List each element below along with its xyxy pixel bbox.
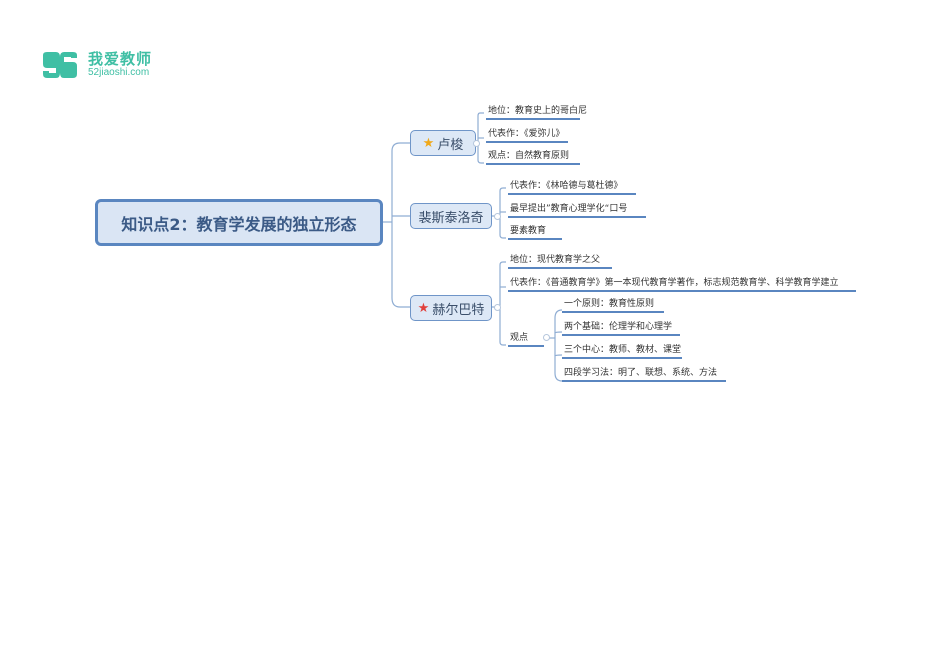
topic-rousseau[interactable]: ★ 卢梭 [410,130,476,156]
logo-mark-icon [43,52,77,78]
leaf-item[interactable]: 三个中心：教师、教材、课堂 [562,343,682,359]
leaf-item[interactable]: 两个基础：伦理学和心理学 [562,320,680,336]
leaf-item[interactable]: 四段学习法：明了、联想、系统、方法 [562,366,726,382]
topic-pestalozzi[interactable]: 裴斯泰洛奇 [410,203,492,229]
logo-brand-name: 我爱教师 [88,50,153,68]
star-icon: ★ [422,135,435,151]
leaf-item[interactable]: 观点：自然教育原则 [486,149,580,165]
topic-herbart[interactable]: ★ 赫尔巴特 [410,295,492,321]
topic-label: 赫尔巴特 [432,302,485,318]
leaf-item[interactable]: 代表作：《爱弥儿》 [486,127,568,143]
root-topic[interactable]: 知识点2：教育学发展的独立形态 [95,199,383,246]
leaf-item[interactable]: 代表作：《普通教育学》第一本现代教育学著作，标志规范教育学、科学教育学建立 [508,276,856,292]
topic-label: 卢梭 [437,137,464,153]
logo-domain: 52jiaoshi.com [88,67,150,78]
leaf-item[interactable]: 地位：现代教育学之父 [508,253,612,269]
collapse-toggle-icon[interactable] [494,213,501,220]
collapse-toggle-icon[interactable] [543,334,550,341]
logo: 我爱教师 52jiaoshi.com [40,48,170,84]
collapse-toggle-icon[interactable] [473,140,480,147]
leaf-item[interactable]: 代表作：《林哈德与葛杜德》 [508,179,636,195]
topic-label: 裴斯泰洛奇 [418,210,484,226]
leaf-item[interactable]: 要素教育 [508,224,562,240]
leaf-item[interactable]: 地位：教育史上的哥白尼 [486,104,587,120]
leaf-item[interactable]: 最早提出”教育心理学化“口号 [508,202,646,218]
viewpoint-node[interactable]: 观点 [508,331,544,347]
star-icon: ★ [417,300,430,316]
leaf-item[interactable]: 一个原则：教育性原则 [562,297,664,313]
collapse-toggle-icon[interactable] [494,304,501,311]
